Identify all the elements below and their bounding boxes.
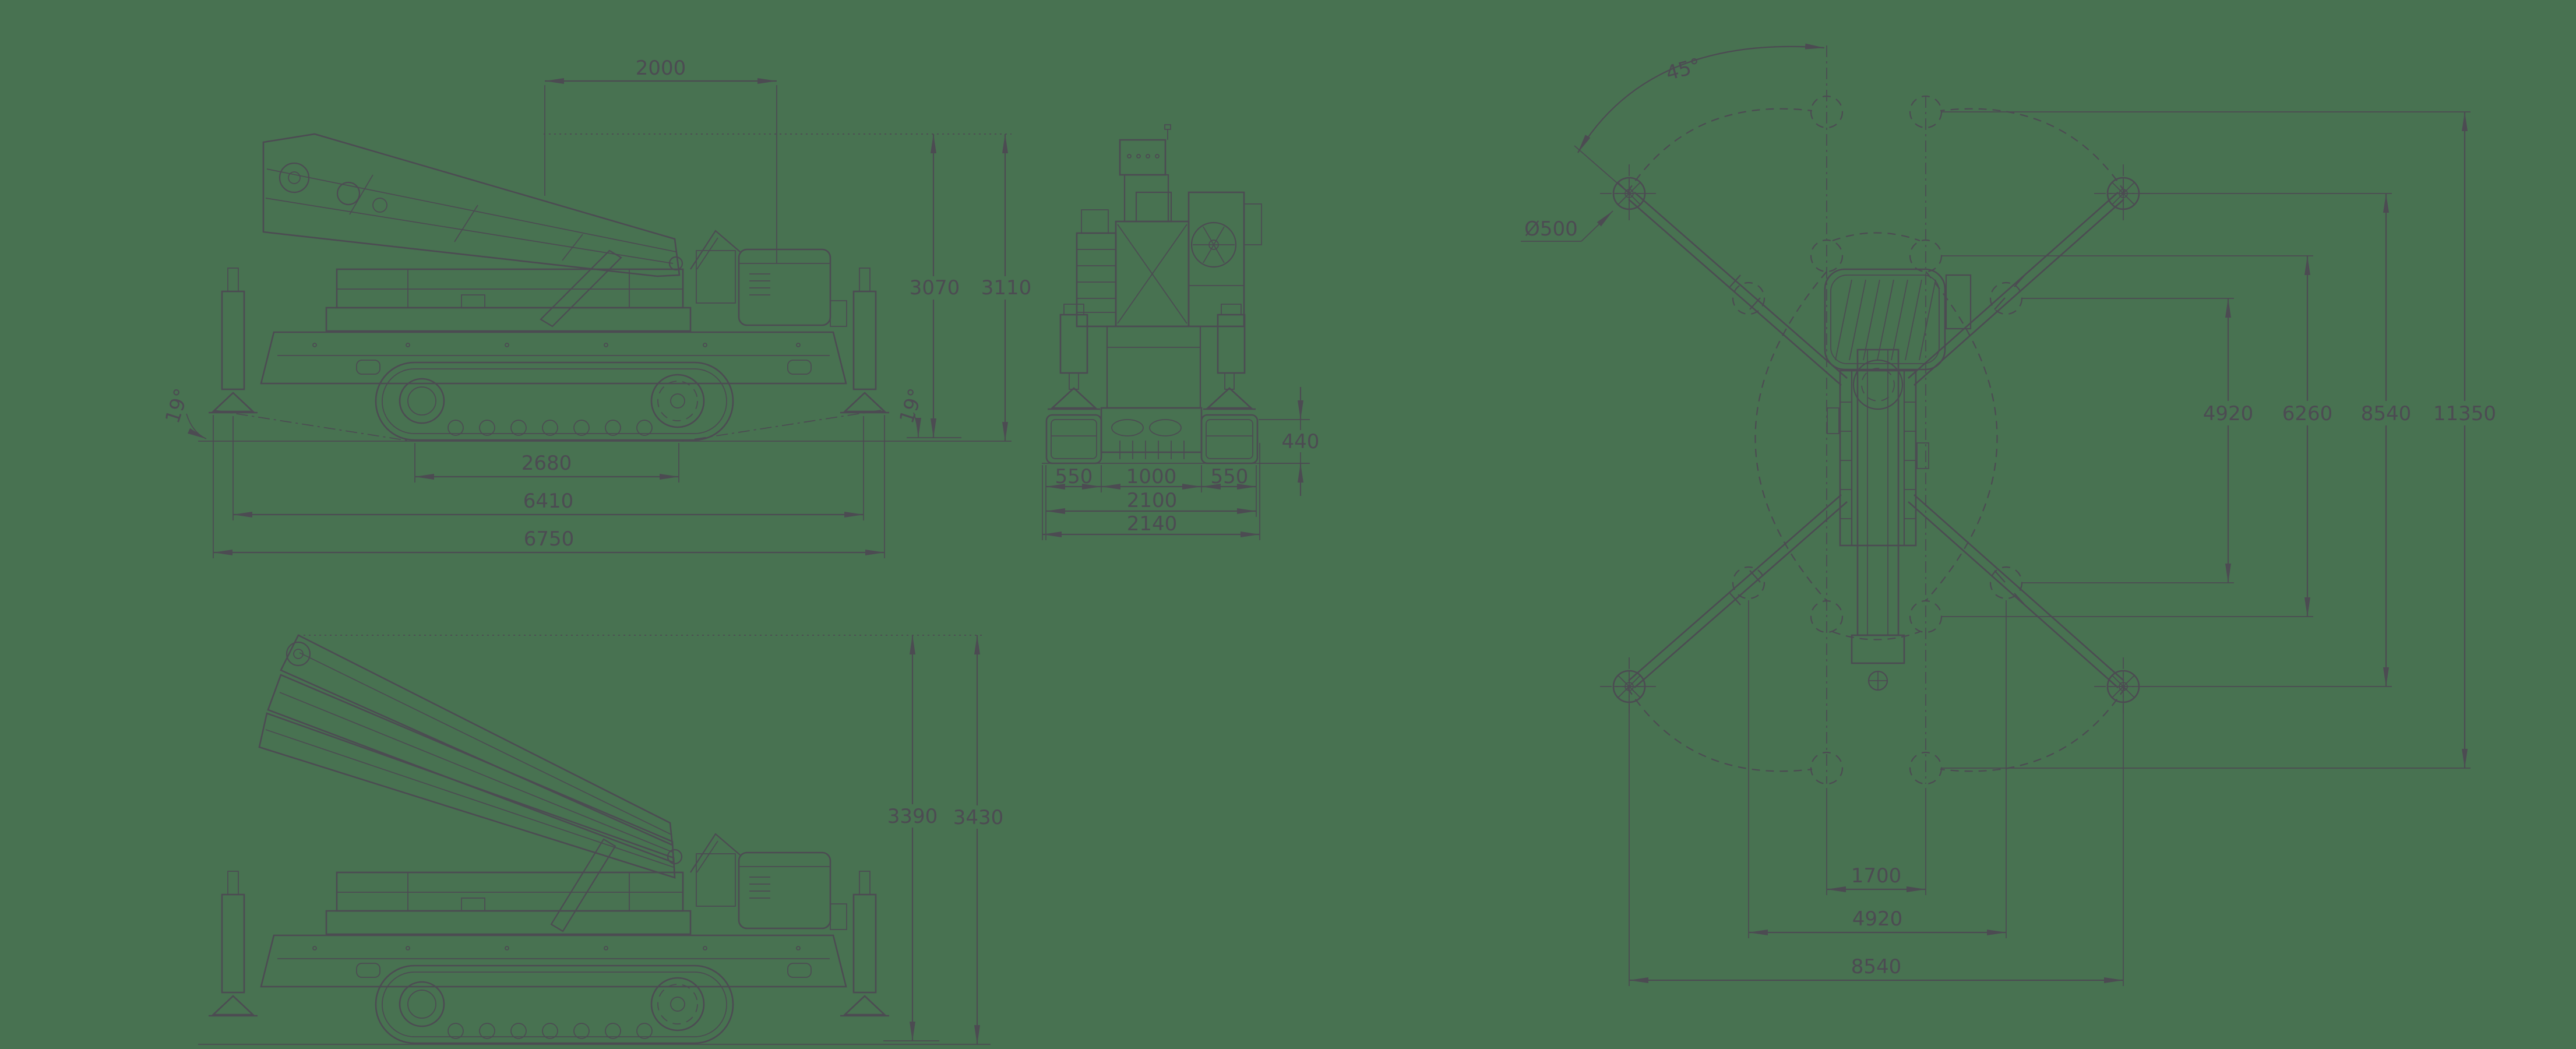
dim-label-6410: 6410 <box>523 490 574 513</box>
dim-label-3390: 3390 <box>887 805 938 828</box>
outrigger-pad-bottom-left <box>1600 657 1658 716</box>
dim-label-2100: 2100 <box>1127 489 1178 512</box>
front-view-dimensions: 550 1000 550 2100 2140 440 <box>1042 387 1322 540</box>
dim-label-2140: 2140 <box>1127 512 1178 536</box>
dim-label-2680: 2680 <box>521 452 572 475</box>
side-view-stowed-machine <box>207 133 890 441</box>
top-view-machine <box>1824 268 1972 691</box>
side-view-raised-dimensions: 3390 3430 <box>198 635 1007 1045</box>
dim-label-1000: 1000 <box>1126 465 1177 488</box>
dim-label-6750: 6750 <box>524 527 575 551</box>
dim-label-8540-right: 8540 <box>2361 402 2412 425</box>
side-view-raised-machine <box>207 634 890 1044</box>
dim-label-4920-bottom: 4920 <box>1852 907 1903 931</box>
dim-label-8540-bottom: 8540 <box>1851 955 1902 978</box>
dim-label-45: 45° <box>1664 54 1704 85</box>
dim-label-pad-diameter: Ø500 <box>1524 217 1578 241</box>
side-view-stowed-dimensions: 2000 3070 3110 19° 19° 2680 6410 <box>161 57 1035 558</box>
dim-label-angle-right: 19° <box>895 386 928 427</box>
dim-label-550-left: 550 <box>1055 465 1093 488</box>
side-view-raised: 3390 3430 <box>198 634 1007 1045</box>
top-view: 45° Ø500 4920 6260 8540 11350 <box>1521 43 2505 986</box>
dim-label-2000: 2000 <box>636 57 686 80</box>
dim-label-3110: 3110 <box>981 276 1032 300</box>
dim-label-1700: 1700 <box>1851 864 1902 888</box>
dim-label-4920-right: 4920 <box>2203 402 2254 425</box>
front-view-machine <box>1045 124 1262 464</box>
dim-label-440: 440 <box>1282 430 1320 453</box>
dim-label-3430: 3430 <box>953 806 1004 829</box>
side-view-stowed: 2000 3070 3110 19° 19° 2680 6410 <box>161 57 1035 558</box>
dim-label-11350: 11350 <box>2433 402 2496 425</box>
outrigger-pad-top-right <box>2094 164 2152 223</box>
dim-label-3070: 3070 <box>910 276 960 300</box>
top-view-dimensions: 45° Ø500 4920 6260 8540 11350 <box>1521 43 2505 986</box>
dim-label-6260: 6260 <box>2282 402 2333 425</box>
top-view-outriggers <box>1600 45 2152 785</box>
dim-label-550-right: 550 <box>1211 465 1249 488</box>
front-view: 550 1000 550 2100 2140 440 <box>1042 124 1322 540</box>
